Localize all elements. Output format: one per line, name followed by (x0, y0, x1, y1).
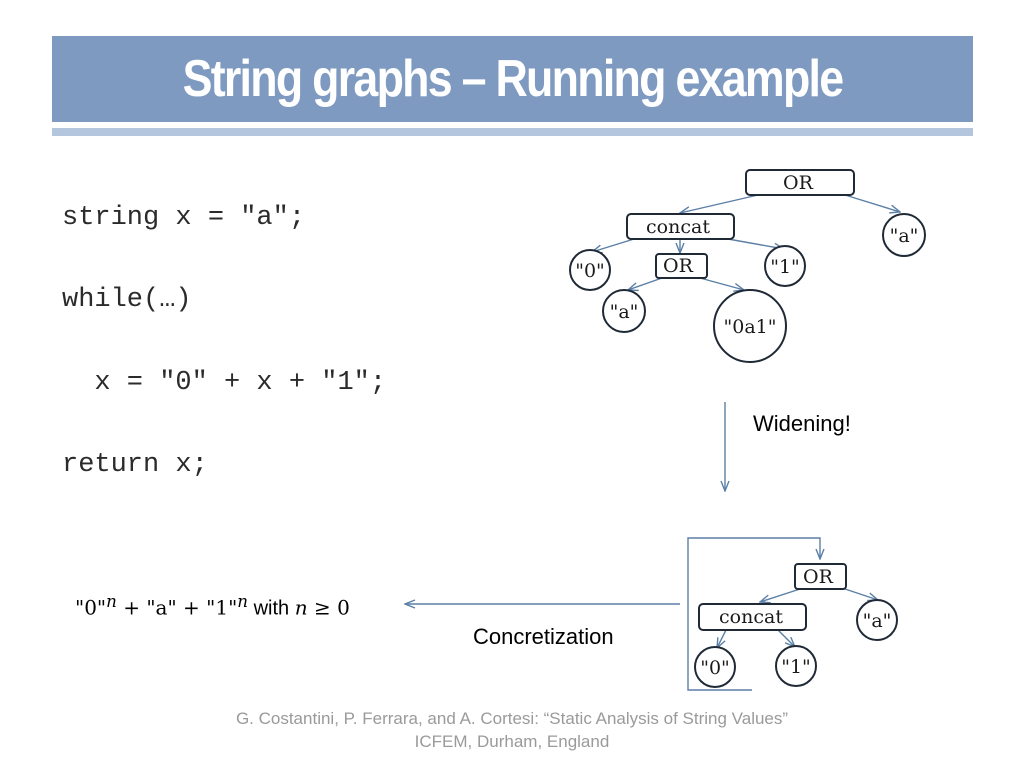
formula-zero: "0" (75, 595, 107, 620)
bottom-or-label: OR (803, 566, 834, 588)
formula-plus-2: + (176, 595, 207, 620)
top-right-a-node (882, 213, 926, 257)
footer-citation: G. Costantini, P. Ferrara, and A. Cortes… (235, 709, 789, 728)
formula-one: "1" (206, 595, 238, 620)
formula-a: "a" (146, 595, 177, 620)
bottom-edge-or-to-a (844, 588, 878, 600)
edge-inner-or-to-0a1 (699, 277, 744, 290)
edge-concat-to-one (727, 238, 784, 249)
top-inner-or-node (655, 253, 708, 279)
top-graph-edges (592, 194, 900, 290)
edge-or-to-concat (680, 194, 759, 213)
top-concat-label: concat (646, 216, 710, 238)
bottom-graph-edges (717, 588, 878, 648)
bottom-zero-label: "0" (700, 657, 730, 679)
concretization-formula: "0"n + "a" + "1"n with n ≥ 0 (75, 592, 350, 621)
formula-exponent-2: n (237, 592, 249, 611)
top-zero-node (569, 249, 611, 291)
formula-relation: ≥ 0 (307, 595, 350, 620)
bottom-edge-concat-to-zero (717, 629, 727, 648)
bottom-concat-label: concat (719, 606, 783, 628)
edge-or-to-a (844, 194, 900, 212)
bottom-one-label: "1" (781, 656, 811, 678)
title-bar: String graphs – Running example (52, 36, 973, 122)
bottom-zero-node (694, 646, 736, 688)
top-inner-a-label: "a" (610, 301, 639, 323)
top-zero-label: "0" (575, 260, 605, 282)
code-line-3: x = "0" + x + "1"; (62, 368, 387, 398)
formula-with: with (248, 597, 295, 620)
title-rule (52, 128, 973, 136)
bottom-one-node (775, 645, 817, 687)
top-inner-or-label: OR (663, 255, 694, 277)
bottom-edge-or-to-concat (760, 588, 801, 602)
top-0a1-node (713, 289, 787, 363)
widening-loop-edge (687, 537, 820, 691)
bottom-right-a-label: "a" (863, 610, 892, 632)
top-0a1-label: "0a1" (724, 316, 777, 338)
edge-inner-or-to-a (628, 277, 663, 290)
widening-label: Widening! (753, 411, 851, 436)
formula-exponent-1: n (106, 592, 117, 611)
bottom-graph-nodes: OR concat "a" "0" "1" (694, 563, 898, 688)
formula-plus-1: + (116, 595, 147, 620)
top-one-label: "1" (770, 256, 800, 278)
top-concat-node (626, 213, 735, 240)
code-line-4: return x; (62, 450, 208, 480)
concretization-label: Concretization (473, 624, 614, 649)
top-or-node (745, 169, 855, 196)
code-line-1: string x = "a"; (62, 203, 306, 233)
slide-title: String graphs – Running example (182, 50, 845, 108)
bottom-or-node (794, 563, 847, 590)
top-right-a-label: "a" (890, 225, 919, 247)
top-one-node (764, 245, 806, 287)
code-line-2: while(…) (62, 285, 192, 315)
top-inner-a-node (602, 289, 646, 333)
top-or-label: OR (783, 172, 814, 194)
footer-venue: ICFEM, Durham, England (414, 732, 610, 751)
bottom-concat-node (698, 603, 807, 631)
bottom-edge-concat-to-one (777, 629, 795, 647)
bottom-right-a-node (856, 599, 898, 641)
top-graph-nodes: OR concat "a" "0" OR "1" "a" "0a1" (569, 169, 926, 363)
formula-var: n (294, 595, 308, 620)
edge-concat-to-zero (592, 238, 635, 252)
